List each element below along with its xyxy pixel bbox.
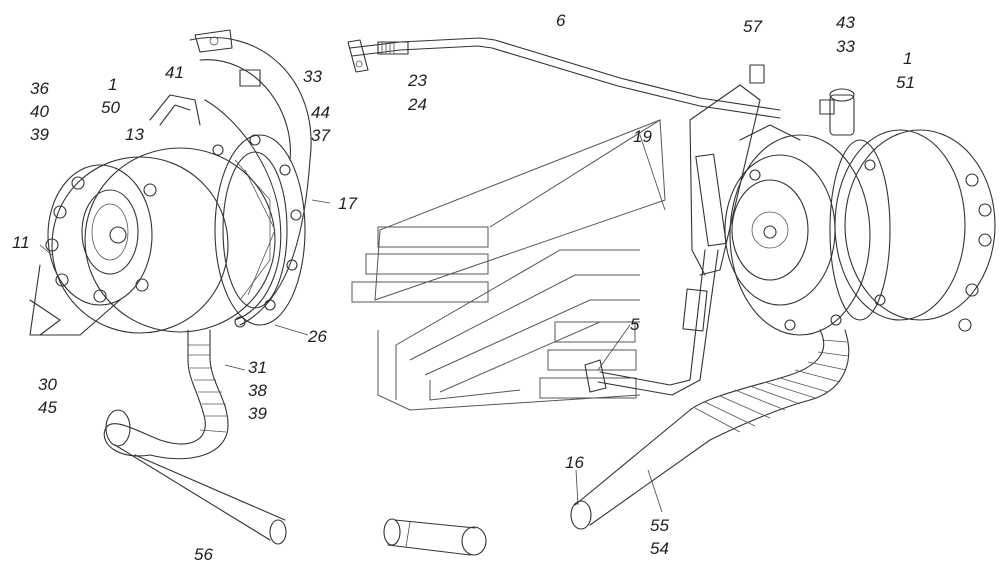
callout-24: 24 <box>407 95 427 114</box>
callout-23: 23 <box>407 71 427 90</box>
callout-11: 11 <box>12 233 30 252</box>
callout-30: 30 <box>38 375 57 394</box>
callout-labels: 6 57 43 33 1 51 23 24 19 36 40 39 1 50 4… <box>12 11 915 564</box>
callout-39-top: 39 <box>30 125 49 144</box>
callout-38: 38 <box>248 381 267 400</box>
callout-33-left: 33 <box>303 67 322 86</box>
callout-31: 31 <box>248 358 267 377</box>
callout-50: 50 <box>101 98 120 117</box>
callout-33-right: 33 <box>836 37 855 56</box>
oil-pipe <box>347 37 781 119</box>
callout-55: 55 <box>650 516 669 535</box>
callout-51: 51 <box>896 73 915 92</box>
callout-5: 5 <box>630 315 640 334</box>
watermark-logo <box>351 119 666 411</box>
left-turbocharger <box>29 29 312 545</box>
callout-44: 44 <box>311 103 330 122</box>
leader-lines <box>39 134 666 513</box>
callout-54: 54 <box>650 539 669 558</box>
callout-41: 41 <box>165 63 184 82</box>
callout-43: 43 <box>836 13 855 32</box>
callout-19: 19 <box>633 127 652 146</box>
callout-17: 17 <box>338 194 357 213</box>
loose-sleeve <box>383 518 487 556</box>
callout-56: 56 <box>194 545 213 564</box>
callout-16: 16 <box>565 453 584 472</box>
callout-1-left: 1 <box>108 75 117 94</box>
callout-40: 40 <box>30 102 49 121</box>
right-turbocharger <box>570 64 996 530</box>
callout-45: 45 <box>38 398 57 417</box>
callout-1-right: 1 <box>903 49 912 68</box>
callout-39-bottom: 39 <box>248 404 267 423</box>
callout-37: 37 <box>311 126 330 145</box>
callout-57: 57 <box>743 17 762 36</box>
callout-6: 6 <box>556 11 566 30</box>
callout-36: 36 <box>30 79 49 98</box>
callout-13: 13 <box>125 125 144 144</box>
callout-26: 26 <box>307 327 327 346</box>
